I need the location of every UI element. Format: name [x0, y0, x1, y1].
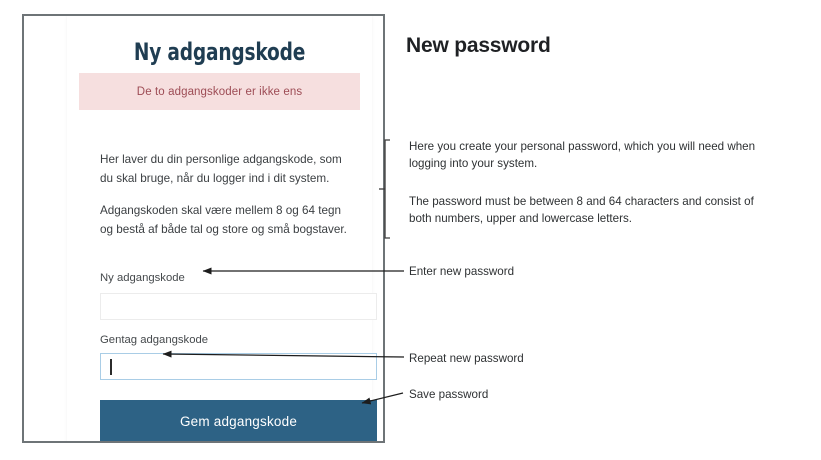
repeat-password-label: Gentag adgangskode	[100, 334, 209, 346]
callout-save-password: Save password	[409, 388, 489, 401]
screenshot-frame: Ny adgangskode De to adgangskoder er ikk…	[22, 14, 385, 443]
annotation-heading: New password	[406, 34, 551, 57]
annotation-rules-text: The password must be between 8 and 64 ch…	[409, 195, 754, 225]
page-title: Ny adgangskode	[133, 38, 306, 66]
save-password-button[interactable]: Gem adgangskode	[100, 400, 377, 441]
callout-repeat-new-password: Repeat new password	[409, 352, 524, 365]
text-cursor	[110, 359, 112, 375]
annotation-intro-text: Here you create your personal password, …	[409, 140, 756, 170]
new-password-card: Ny adgangskode De to adgangskoder er ikk…	[67, 16, 377, 441]
new-password-label: Ny adgangskode	[100, 272, 185, 284]
repeat-password-input[interactable]	[100, 353, 377, 380]
error-alert-text: De to adgangskoder er ikke ens	[136, 85, 303, 98]
instructions-paragraph-1: Her laver du din personlige adgangskode,…	[100, 153, 342, 185]
new-password-input[interactable]	[100, 293, 377, 320]
instructions-paragraph-2: Adgangskoden skal være mellem 8 og 64 te…	[100, 204, 347, 236]
instructions-block: Her laver du din personlige adgangskode,…	[100, 150, 352, 239]
callout-enter-new-password: Enter new password	[409, 265, 515, 278]
error-alert-banner: De to adgangskoder er ikke ens	[79, 73, 360, 110]
